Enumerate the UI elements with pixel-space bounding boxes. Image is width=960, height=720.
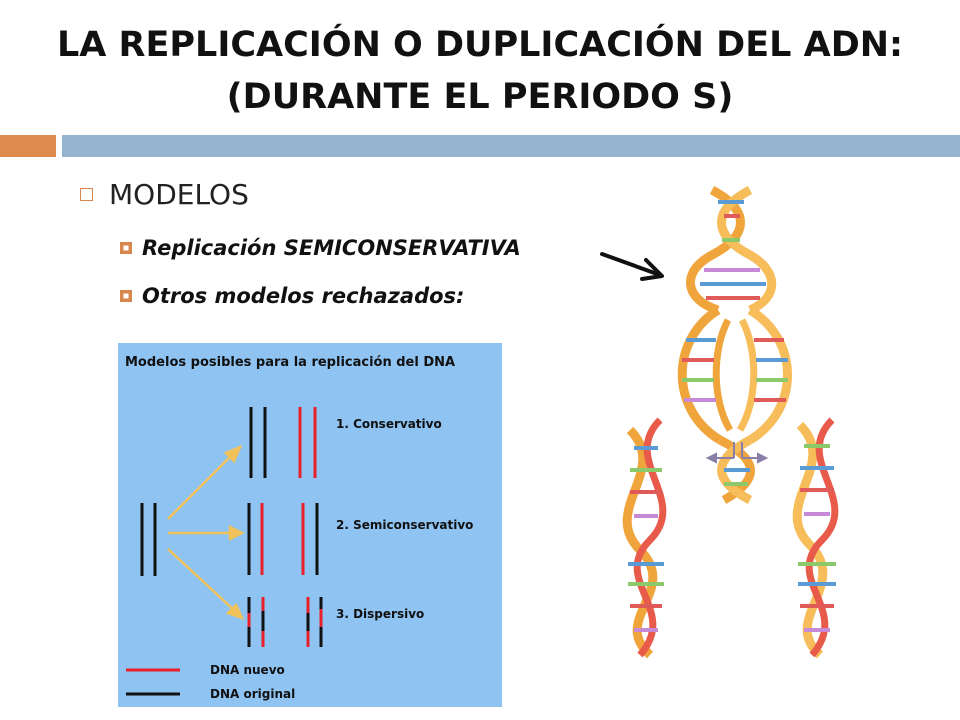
parent-helix (686, 186, 777, 315)
daughter-helix-left (622, 417, 667, 659)
sub-bullet-otros-modelos: Otros modelos rechazados: (120, 284, 464, 308)
model-label-conservativo: 1. Conservativo (336, 417, 442, 431)
replication-bubble (677, 306, 792, 444)
model-dispersivo: 3. Dispersivo (247, 597, 424, 647)
accent-bar-blue (62, 135, 960, 157)
dna-replication-illustration (622, 186, 839, 659)
model-arrows (167, 444, 245, 621)
accent-bar-orange (0, 135, 56, 157)
diagram-legend: DNA nuevo DNA original (126, 663, 295, 701)
bullet-modelos-text: MODELOS (109, 178, 249, 211)
legend-dna-original: DNA original (210, 687, 295, 701)
legend-dna-nuevo: DNA nuevo (210, 663, 285, 677)
diagram-heading: Modelos posibles para la replicación del… (125, 355, 455, 370)
replication-models-diagram: Modelos posibles para la replicación del… (118, 343, 502, 707)
square-bullet-icon (80, 188, 93, 201)
daughter-helix-right (792, 417, 839, 659)
bullet-modelos: MODELOS (80, 178, 249, 211)
separation-arrows (705, 442, 769, 464)
original-dna-strands (140, 503, 157, 576)
model-semiconservativo: 2. Semiconservativo (247, 503, 473, 575)
filled-square-bullet-icon (120, 290, 132, 302)
sub-bullet-semiconservativa: Replicación SEMICONSERVATIVA (120, 236, 521, 260)
slide-title-line2: (DURANTE EL PERIODO S) (226, 77, 734, 117)
model-conservativo: 1. Conservativo (249, 407, 442, 478)
filled-square-bullet-icon (120, 242, 132, 254)
replication-models-svg: Modelos posibles para la replicación del… (125, 355, 473, 701)
sub-bullet-otros-modelos-text: Otros modelos rechazados: (142, 284, 465, 308)
sub-bullet-semiconservativa-text: Replicación SEMICONSERVATIVA (142, 236, 521, 260)
model-label-semiconservativo: 2. Semiconservativo (336, 518, 473, 532)
model-label-dispersivo: 3. Dispersivo (336, 607, 424, 621)
slide-title-line1: LA REPLICACIÓN O DUPLICACIÓN DEL ADN: (56, 25, 904, 65)
lower-join-helix (717, 435, 755, 504)
pointer-arrow-icon (600, 252, 664, 281)
